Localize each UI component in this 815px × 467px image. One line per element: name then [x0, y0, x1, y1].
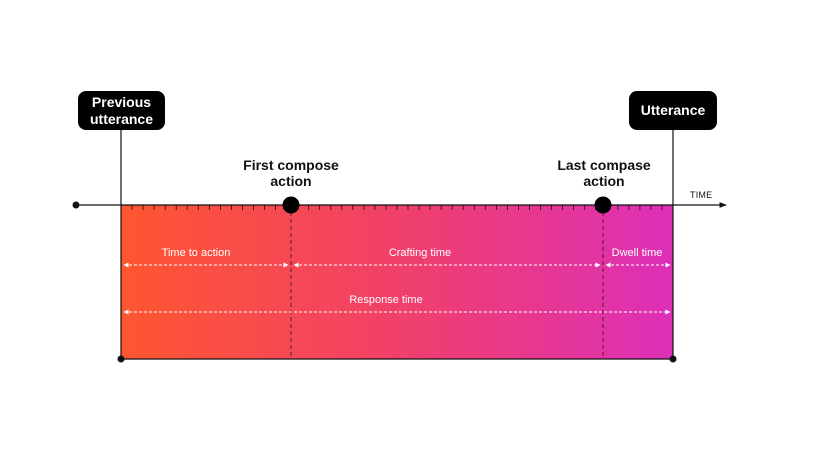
axis-ticks	[120, 205, 674, 210]
dwell-time-label: Dwell time	[611, 247, 663, 259]
previous-utterance-box: Previous utterance	[78, 91, 165, 130]
response-band	[121, 205, 673, 359]
previous-utterance-end-dot	[117, 355, 125, 363]
last-compose-line-2: action	[583, 173, 625, 189]
crafting-time-label: Crafting time	[388, 247, 452, 259]
first-compose-dot	[282, 196, 300, 214]
previous-utterance-line-1: Previous	[91, 93, 152, 110]
axis-start-dot	[72, 201, 80, 209]
first-compose-line-2: action	[270, 173, 312, 189]
utterance-box: Utterance	[629, 91, 717, 130]
time-axis-label: TIME	[690, 190, 713, 200]
utterance-label: Utterance	[640, 102, 706, 118]
last-compose-label: Last compase action	[539, 157, 669, 189]
last-compose-dot	[594, 196, 612, 214]
previous-utterance-line-2: utterance	[89, 110, 154, 127]
last-compose-line-1: Last compase	[557, 157, 651, 173]
first-compose-line-1: First compose	[243, 157, 339, 173]
response-time-label: Response time	[349, 294, 423, 306]
utterance-end-dot	[669, 355, 677, 363]
time-to-action-label: Time to action	[161, 247, 231, 259]
first-compose-label: First compose action	[226, 157, 356, 189]
